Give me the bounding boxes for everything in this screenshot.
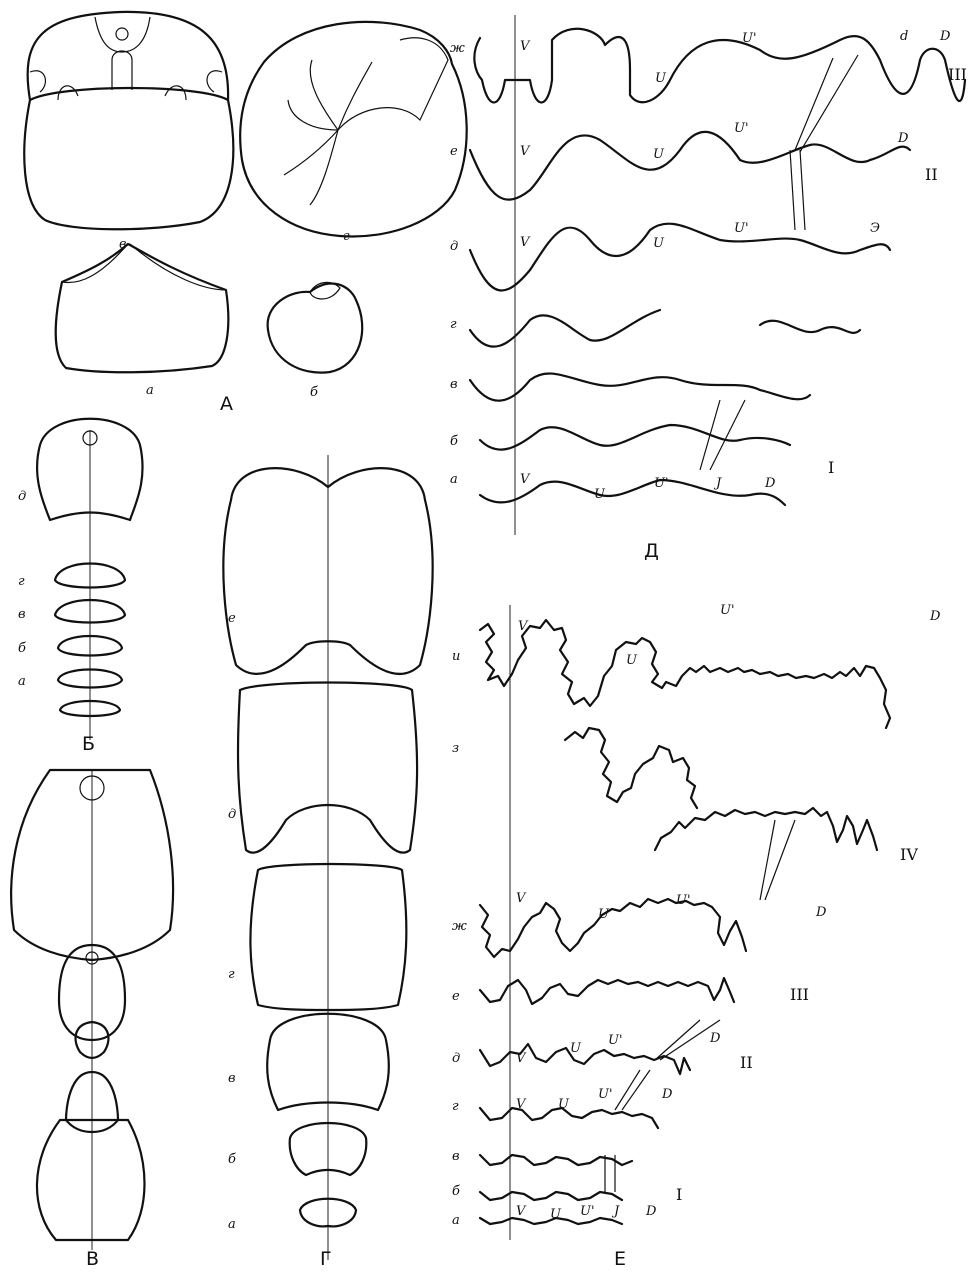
suture-label: V xyxy=(516,1051,527,1066)
roman-e-3: III xyxy=(790,985,809,1004)
label-g-2: г xyxy=(228,967,235,982)
suture-label: D xyxy=(929,609,941,624)
roman-e-4: IV xyxy=(900,845,918,864)
label-d-row-v: в xyxy=(450,377,458,392)
caption-d: Д xyxy=(644,540,659,562)
roman-d-1: I xyxy=(828,458,834,477)
suture-d-e xyxy=(470,132,910,200)
suture-e-zh xyxy=(480,899,746,957)
suture-label: D xyxy=(897,131,909,146)
roman-e-2: II xyxy=(740,1053,753,1072)
label-b-4: а xyxy=(18,674,26,689)
label-b-0: д xyxy=(18,489,26,504)
suture-label: U xyxy=(558,1097,570,1112)
suture-label: V xyxy=(520,144,531,159)
label-e-row-i: и xyxy=(452,649,460,664)
suture-label: D xyxy=(709,1031,721,1046)
label-e-row-e: е xyxy=(452,989,460,1004)
label-d-row-zh: ж xyxy=(450,41,465,56)
suture-label: U xyxy=(653,236,665,251)
suture-label: U' xyxy=(742,31,757,46)
label-d-row-e: е xyxy=(450,144,458,159)
suture-e-i xyxy=(480,620,890,728)
caption-v: В xyxy=(86,1248,99,1270)
suture-label: D xyxy=(764,476,776,491)
label-d-row-a: а xyxy=(450,472,458,487)
label-b-3: б xyxy=(18,641,26,656)
label-d-row-g: г xyxy=(450,317,457,332)
suture-label: U xyxy=(598,907,610,922)
suture-label: U' xyxy=(734,121,749,136)
label-a-b: б xyxy=(310,385,318,400)
panel-v: В xyxy=(11,770,173,1270)
suture-label: d xyxy=(900,29,908,44)
label-b-2: в xyxy=(18,607,26,622)
panel-e: и з ж е д г в б а V U U' D V U U' D V U … xyxy=(452,603,941,1270)
suture-label: D xyxy=(939,29,951,44)
suture-label: D xyxy=(661,1087,673,1102)
suture-label: V xyxy=(520,472,531,487)
suture-label: U xyxy=(655,71,667,86)
label-e-row-z: з xyxy=(452,741,459,756)
suture-label: U' xyxy=(654,476,669,491)
caption-g: Г xyxy=(320,1248,332,1270)
label-g-0: е xyxy=(228,611,236,626)
panel-b: д г в б а Б xyxy=(18,419,143,755)
suture-e-z xyxy=(565,728,697,808)
label-g-4: б xyxy=(228,1152,236,1167)
label-e-row-zh: ж xyxy=(452,919,467,934)
label-g-3: в xyxy=(228,1071,236,1086)
suture-label: U' xyxy=(608,1033,623,1048)
suture-d-zh xyxy=(474,29,965,103)
roman-d-2: II xyxy=(925,165,938,184)
suture-label: D xyxy=(815,905,827,920)
label-g-5: а xyxy=(228,1217,236,1232)
caption-a: A xyxy=(220,393,233,415)
suture-label: D xyxy=(645,1204,657,1219)
suture-label: V xyxy=(516,891,527,906)
suture-label: U xyxy=(594,487,606,502)
roman-e-1: I xyxy=(676,1185,682,1204)
suture-label: U' xyxy=(598,1087,613,1102)
label-a-a: а xyxy=(146,383,154,398)
panel-a: в г а б A xyxy=(24,12,466,415)
suture-label: U xyxy=(550,1207,562,1222)
section-g xyxy=(240,22,467,237)
section-v-lower xyxy=(24,88,233,229)
panel-g: е д г в б а Г xyxy=(223,455,432,1270)
label-g-1: д xyxy=(228,807,236,822)
suture-label: U xyxy=(626,653,638,668)
label-e-row-v: в xyxy=(452,1149,460,1164)
suture-label: U' xyxy=(580,1204,595,1219)
suture-label: V xyxy=(520,235,531,250)
label-e-row-b: б xyxy=(452,1184,460,1199)
suture-label: Э xyxy=(870,221,880,236)
suture-label: V xyxy=(516,1204,527,1219)
roman-d-3: III xyxy=(948,65,967,84)
label-b-1: г xyxy=(18,574,25,589)
suture-d-d xyxy=(470,224,890,291)
caption-b: Б xyxy=(82,733,95,755)
suture-label: U' xyxy=(676,893,691,908)
suture-label: V xyxy=(516,1097,527,1112)
panel-d: ж е д г в б а V U U' d D V U U' D V U U'… xyxy=(450,15,967,562)
suture-label: U' xyxy=(720,603,735,618)
suture-label: U' xyxy=(734,221,749,236)
label-a-g: г xyxy=(343,229,350,244)
caption-e: Е xyxy=(614,1248,626,1270)
label-d-row-b: б xyxy=(450,434,458,449)
label-e-row-d: д xyxy=(452,1051,460,1066)
suture-label: U xyxy=(570,1041,582,1056)
suture-label: V xyxy=(518,619,529,634)
label-e-row-a: а xyxy=(452,1213,460,1228)
suture-label: J xyxy=(611,1204,620,1219)
suture-label: U xyxy=(653,147,665,162)
suture-label: J xyxy=(713,476,722,491)
suture-label: V xyxy=(520,39,531,54)
label-d-row-d: д xyxy=(450,239,458,254)
section-a xyxy=(56,244,229,372)
label-e-row-g: г xyxy=(452,1099,459,1114)
section-v-upper xyxy=(28,12,228,100)
